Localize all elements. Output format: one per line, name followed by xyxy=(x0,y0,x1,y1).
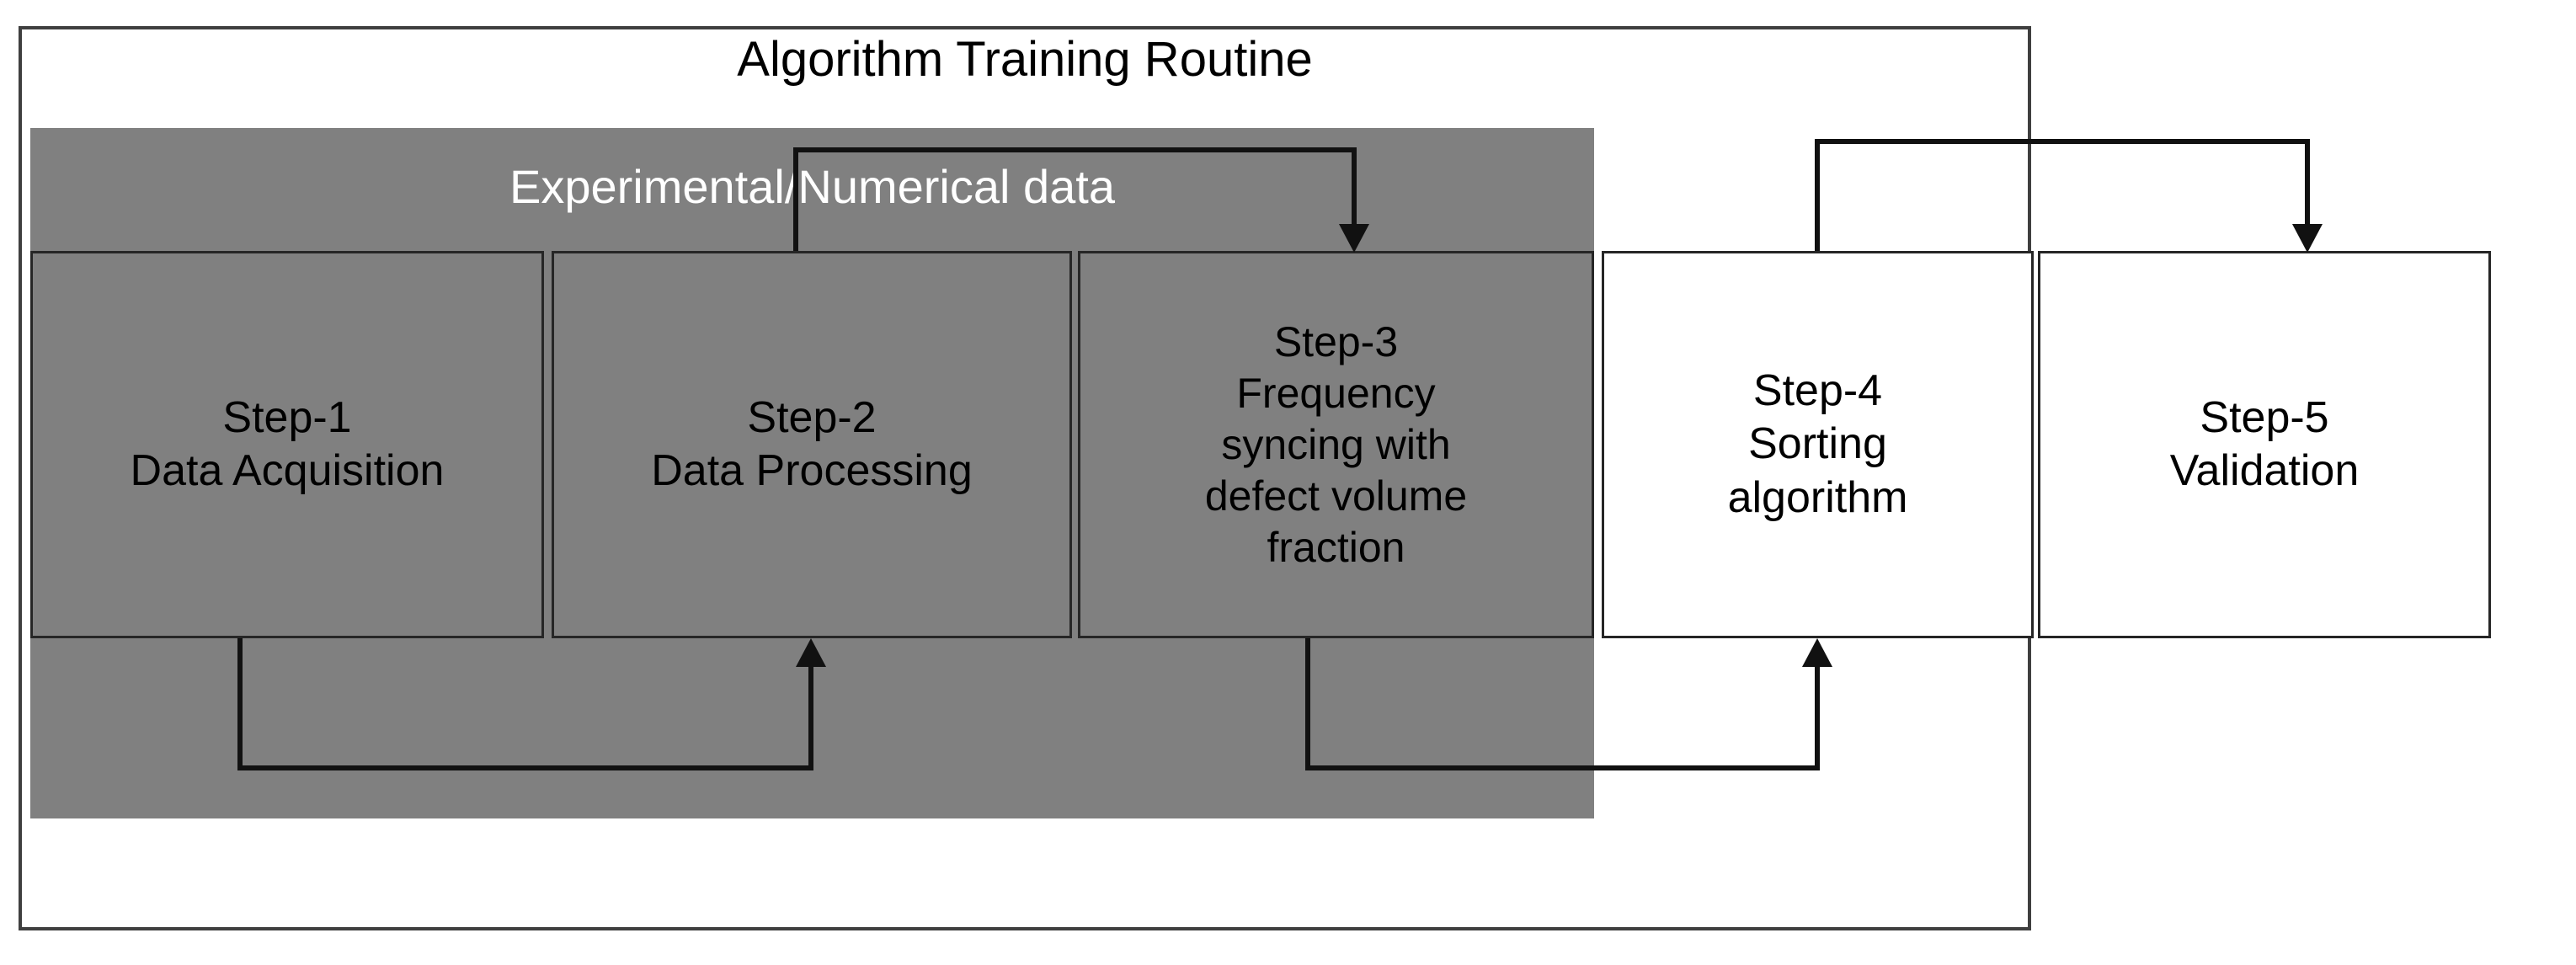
step-5-name: Validation xyxy=(2169,446,2360,495)
step-box-step-1[interactable]: Step-1 Data Acquisition xyxy=(30,251,544,638)
step-box-step-2[interactable]: Step-2 Data Processing xyxy=(552,251,1072,638)
step-5-number: Step-5 xyxy=(2200,392,2329,442)
band-label: Experimental/Numerical data xyxy=(509,160,1115,213)
step-3-number: Step-3 xyxy=(1273,317,1399,365)
step-4-number: Step-4 xyxy=(1752,365,1883,415)
page-title: Algorithm Training Routine xyxy=(737,32,1313,87)
step-3-name-line-4: fraction xyxy=(1267,523,1405,571)
step-3-name-line-2: syncing with xyxy=(1221,420,1451,468)
step-3-name-line-3: defect volume xyxy=(1204,472,1468,520)
step-1-number: Step-1 xyxy=(222,392,352,442)
step-2-name: Data Processing xyxy=(651,446,973,495)
step-box-step-4[interactable]: Step-4 Sorting algorithm xyxy=(1602,251,2034,638)
step-1-name: Data Acquisition xyxy=(130,446,445,495)
step-4-name-line-2: algorithm xyxy=(1727,472,1908,522)
step-4-name-line-1: Sorting xyxy=(1748,419,1887,469)
step-2-number: Step-2 xyxy=(747,392,877,442)
step-box-step-5[interactable]: Step-5 Validation xyxy=(2038,251,2491,638)
step-3-name-line-1: Frequency xyxy=(1236,369,1436,417)
step-box-step-3[interactable]: Step-3 Frequency syncing with defect vol… xyxy=(1078,251,1594,638)
